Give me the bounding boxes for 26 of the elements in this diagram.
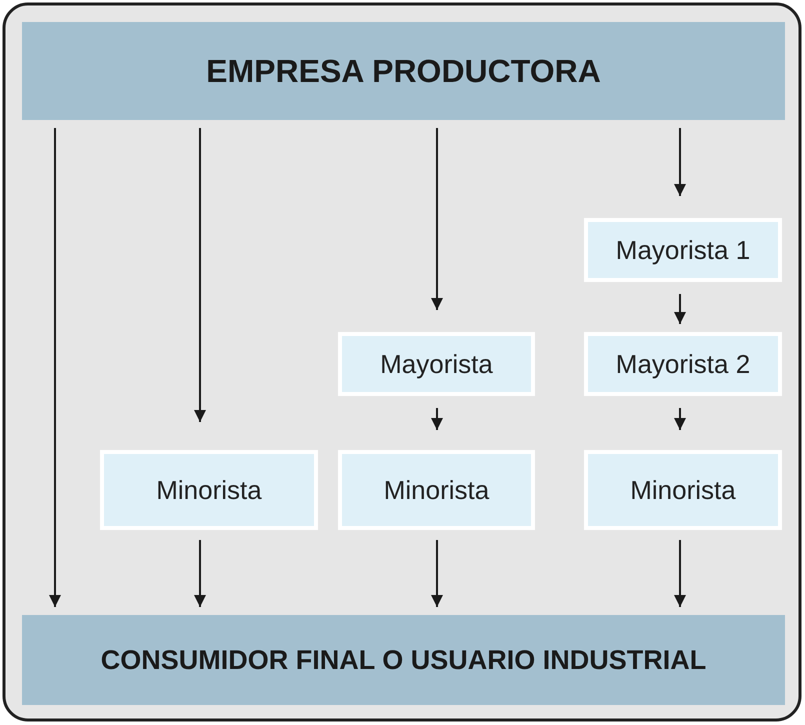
arrow — [674, 128, 686, 196]
node-label: Mayorista 2 — [616, 348, 750, 380]
process-box — [338, 450, 535, 530]
arrow — [431, 408, 443, 430]
arrow — [674, 408, 686, 430]
process-box — [584, 332, 782, 396]
arrow — [674, 294, 686, 324]
node-label: EMPRESA PRODUCTORA — [206, 52, 601, 90]
node-label: Mayorista — [380, 348, 493, 380]
node-label: Minorista — [630, 474, 736, 506]
band-box — [22, 22, 785, 120]
arrow — [674, 540, 686, 607]
arrow — [49, 128, 61, 607]
process-box — [584, 450, 782, 530]
process-box — [100, 450, 318, 530]
arrow — [194, 540, 206, 607]
node-label: CONSUMIDOR FINAL O USUARIO INDUSTRIAL — [100, 644, 706, 676]
arrow — [431, 128, 443, 310]
node-label: Mayorista 1 — [616, 234, 750, 266]
node-label: Minorista — [156, 474, 262, 506]
process-box — [338, 332, 535, 396]
arrow — [194, 128, 206, 422]
node-label: Minorista — [384, 474, 490, 506]
arrow — [431, 540, 443, 607]
band-box — [22, 615, 785, 705]
process-box — [584, 218, 782, 282]
